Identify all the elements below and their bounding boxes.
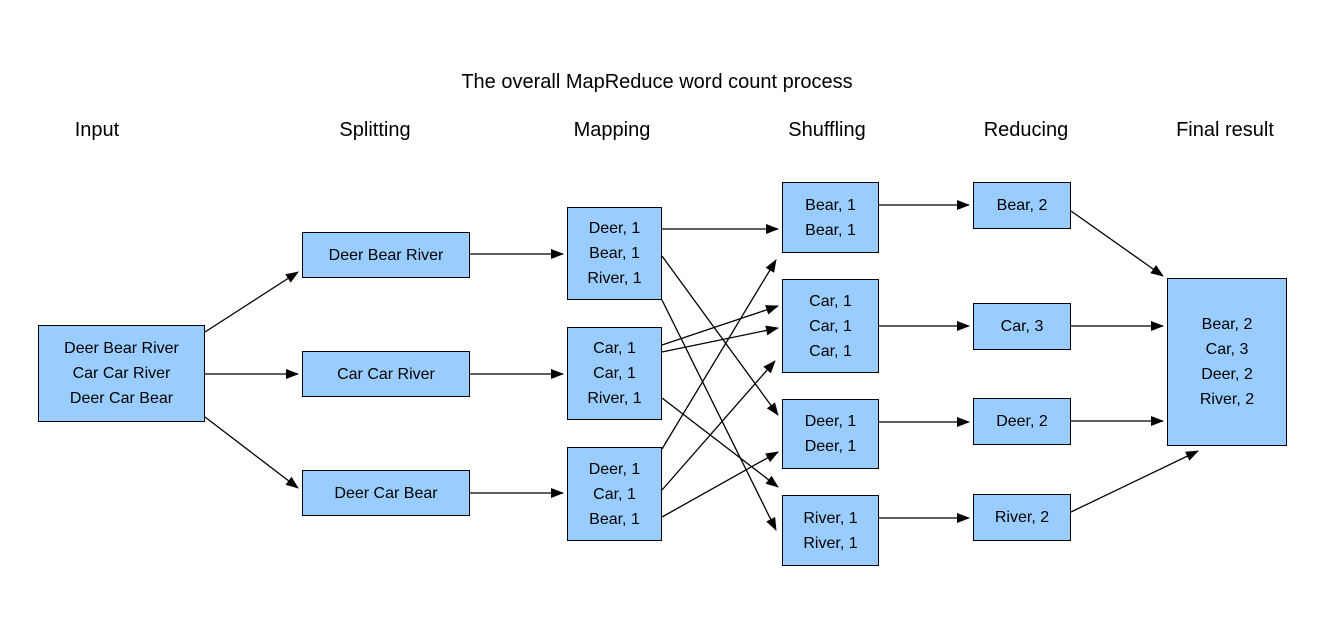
arrow-map1-to-shuffle_deer: [661, 255, 779, 416]
reduce-node-bear: Bear, 2: [973, 182, 1071, 229]
column-header-mapping: Mapping: [573, 119, 651, 141]
node-text-line: Deer Car Bear: [334, 484, 438, 502]
node-text-line: Car, 3: [1000, 318, 1044, 335]
node-text-line: Deer, 2: [996, 413, 1048, 430]
shuffle-node-deer: Deer, 1 Deer, 1: [782, 399, 879, 469]
node-text-line: Bear, 1: [805, 196, 856, 214]
node-text-line: Deer, 1: [588, 220, 641, 237]
node-text-line: Car, 1: [593, 340, 636, 357]
node-text-line: Deer Bear River: [328, 246, 444, 264]
column-header-shuffling: Shuffling: [788, 119, 866, 141]
reduce-node-car: Car, 3: [973, 303, 1071, 350]
arrow-input-to-split3: [204, 416, 299, 489]
shuffle-node-car: Car, 1 Car, 1 Car, 1: [782, 279, 879, 373]
node-text-line: Deer, 1: [804, 413, 857, 430]
shuffle-node-bear: Bear, 1 Bear, 1: [782, 182, 879, 253]
reduce-node-river: River, 2: [973, 494, 1071, 541]
node-text-line: Car, 1: [809, 317, 852, 335]
split-node-1: Deer Bear River: [302, 232, 470, 278]
node-text-line: Bear, 2: [1201, 316, 1253, 333]
node-text-line: Bear, 1: [805, 221, 856, 239]
node-text-line: Deer Bear River: [64, 340, 179, 357]
node-text-line: Bear, 1: [589, 245, 640, 262]
arrow-map2-to-shuffle_car: [661, 325, 779, 353]
arrow-map2-to-shuffle_river: [661, 397, 779, 488]
node-text-line: River, 1: [587, 390, 642, 407]
reduce-node-deer: Deer, 2: [973, 398, 1071, 445]
column-header-input: Input: [74, 119, 120, 141]
node-text-line: Deer Car Bear: [69, 390, 174, 407]
column-header-splitting: Splitting: [339, 119, 411, 141]
node-text-line: River, 1: [587, 270, 642, 287]
split-node-2: Car Car River: [302, 351, 470, 397]
node-text-line: Car Car River: [337, 365, 435, 383]
node-text-line: Bear, 2: [996, 197, 1048, 214]
arrow-reduce_river-to-final: [1070, 450, 1199, 513]
input-node: Deer Bear River Car Car River Deer Car B…: [38, 325, 205, 422]
final-result-node: Bear, 2 Car, 3 Deer, 2 River, 2: [1167, 278, 1287, 446]
shuffle-node-river: River, 1 River, 1: [782, 495, 879, 566]
node-text-line: Car Car River: [72, 365, 171, 382]
node-text-line: River, 2: [1199, 391, 1255, 408]
split-node-3: Deer Car Bear: [302, 470, 470, 516]
diagram-title: The overall MapReduce word count process: [461, 71, 853, 93]
node-text-line: River, 1: [803, 509, 858, 527]
node-text-line: River, 1: [803, 534, 858, 552]
arrow-map3-to-shuffle_car: [661, 360, 776, 491]
arrow-map1-to-shuffle_river: [661, 299, 777, 531]
arrow-map3-to-shuffle_deer: [661, 451, 779, 518]
node-text-line: Car, 1: [809, 292, 852, 310]
node-text-line: Bear, 1: [589, 510, 640, 528]
arrow-map3-to-shuffle_bear: [661, 259, 777, 450]
arrow-input-to-split1: [204, 271, 299, 333]
node-text-line: River, 2: [994, 509, 1050, 526]
column-header-reducing: Reducing: [983, 119, 1069, 141]
node-text-line: Car, 1: [593, 365, 636, 382]
arrow-map2-to-shuffle_car: [661, 305, 779, 346]
node-text-line: Deer, 1: [588, 460, 641, 478]
map-node-1: Deer, 1 Bear, 1 River, 1: [567, 207, 662, 300]
node-text-line: Car, 3: [1205, 341, 1249, 358]
node-text-line: Deer, 1: [804, 438, 857, 455]
node-text-line: Car, 1: [593, 485, 636, 503]
node-text-line: Deer, 2: [1201, 366, 1253, 383]
node-text-line: Car, 1: [809, 342, 852, 360]
map-node-2: Car, 1 Car, 1 River, 1: [567, 327, 662, 420]
arrow-reduce_bear-to-final: [1070, 210, 1164, 277]
map-node-3: Deer, 1 Car, 1 Bear, 1: [567, 447, 662, 541]
column-header-final-result: Final result: [1176, 119, 1274, 141]
